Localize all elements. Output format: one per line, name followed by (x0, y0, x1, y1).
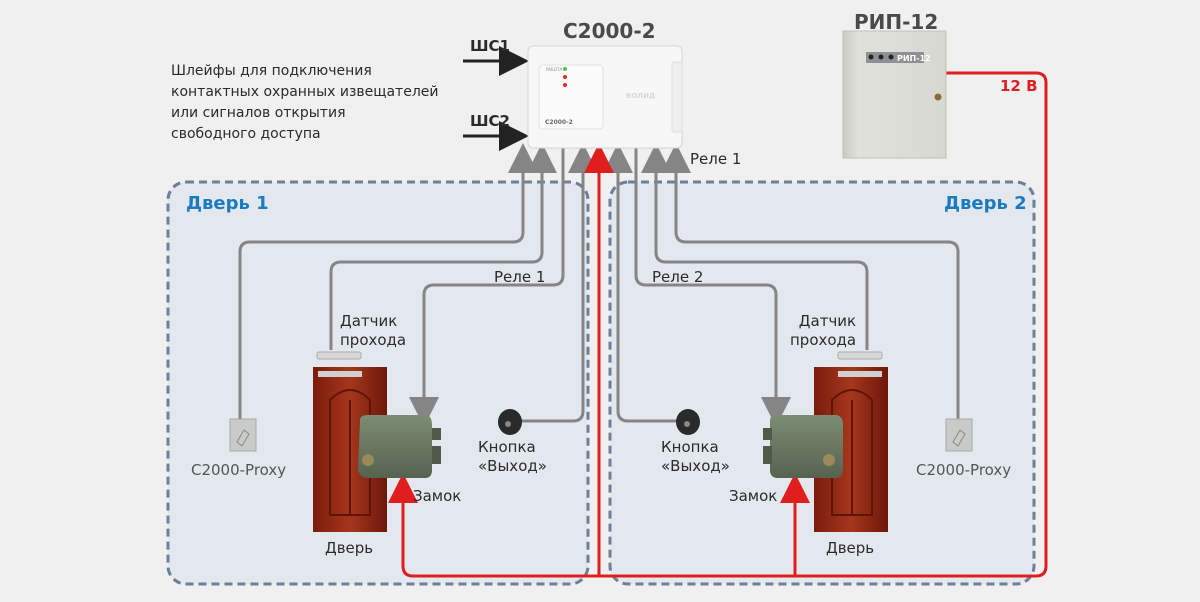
lock-2 (763, 415, 843, 478)
wire-sensor-1 (329, 143, 557, 350)
zone-1-reader-label: С2000-Proxy (191, 461, 287, 479)
wire-button-1 (517, 143, 598, 423)
power-wire-main (388, 71, 1048, 578)
lock-key-icon (934, 93, 942, 101)
exit-button-1 (498, 409, 522, 435)
wire-sensor-2 (641, 143, 869, 350)
zone-2-reader-label: С2000-Proxy (916, 461, 1012, 479)
proxy-reader-1 (229, 418, 257, 452)
zone-1-sensor-label: Датчик прохода (340, 312, 407, 349)
brand-logo: ВОЛИД (626, 92, 655, 100)
proxy-reader-2 (945, 418, 973, 452)
zone-2-button-label: Кнопка «Выход» (661, 438, 730, 475)
zone-2-relay-label: Реле 2 (652, 268, 704, 286)
top-relay-label: Реле 1 (690, 150, 742, 168)
zone-1-relay-label: Реле 1 (494, 268, 546, 286)
controller-title: С2000-2 (563, 19, 656, 43)
zone-2-title: Дверь 2 (944, 193, 1027, 214)
wire-relay-2-lock (634, 148, 791, 427)
controller-device: РАБОТА С2000-2 ВОЛИД (527, 45, 683, 149)
exit-button-2 (676, 409, 700, 435)
rip-panel-label: РИП-12 (897, 54, 931, 63)
wire-proxy-1 (238, 143, 538, 420)
led-2 (563, 83, 567, 87)
led-work (563, 67, 567, 71)
wire-relay-1-lock (409, 148, 565, 427)
loop2-label: ШС2 (470, 112, 510, 130)
voltage-label: 12 В (1000, 77, 1038, 95)
zone-1-lock-label: Замок (413, 487, 462, 505)
loops-description: Шлейфы для подключения контактных охранн… (171, 63, 439, 142)
wire-proxy-2 (661, 143, 960, 420)
lock-1 (358, 415, 441, 478)
loop1-label: ШС1 (470, 37, 510, 55)
zone-1-button-label: Кнопка «Выход» (478, 438, 547, 475)
controller-panel-label: С2000-2 (545, 119, 573, 126)
power-supply-title: РИП-12 (854, 10, 939, 34)
led-1 (563, 75, 567, 79)
svg-text:РАБОТА: РАБОТА (546, 67, 562, 72)
wire-button-2 (603, 143, 685, 423)
zone-2-door-label: Дверь (826, 539, 875, 557)
zone-2-sensor-label: Датчик прохода (790, 312, 857, 349)
zone-2-lock-label: Замок (729, 487, 778, 505)
zone-1-door-label: Дверь (325, 539, 374, 557)
zone-1-title: Дверь 1 (186, 193, 269, 214)
power-supply-device: РИП-12 (842, 30, 947, 159)
